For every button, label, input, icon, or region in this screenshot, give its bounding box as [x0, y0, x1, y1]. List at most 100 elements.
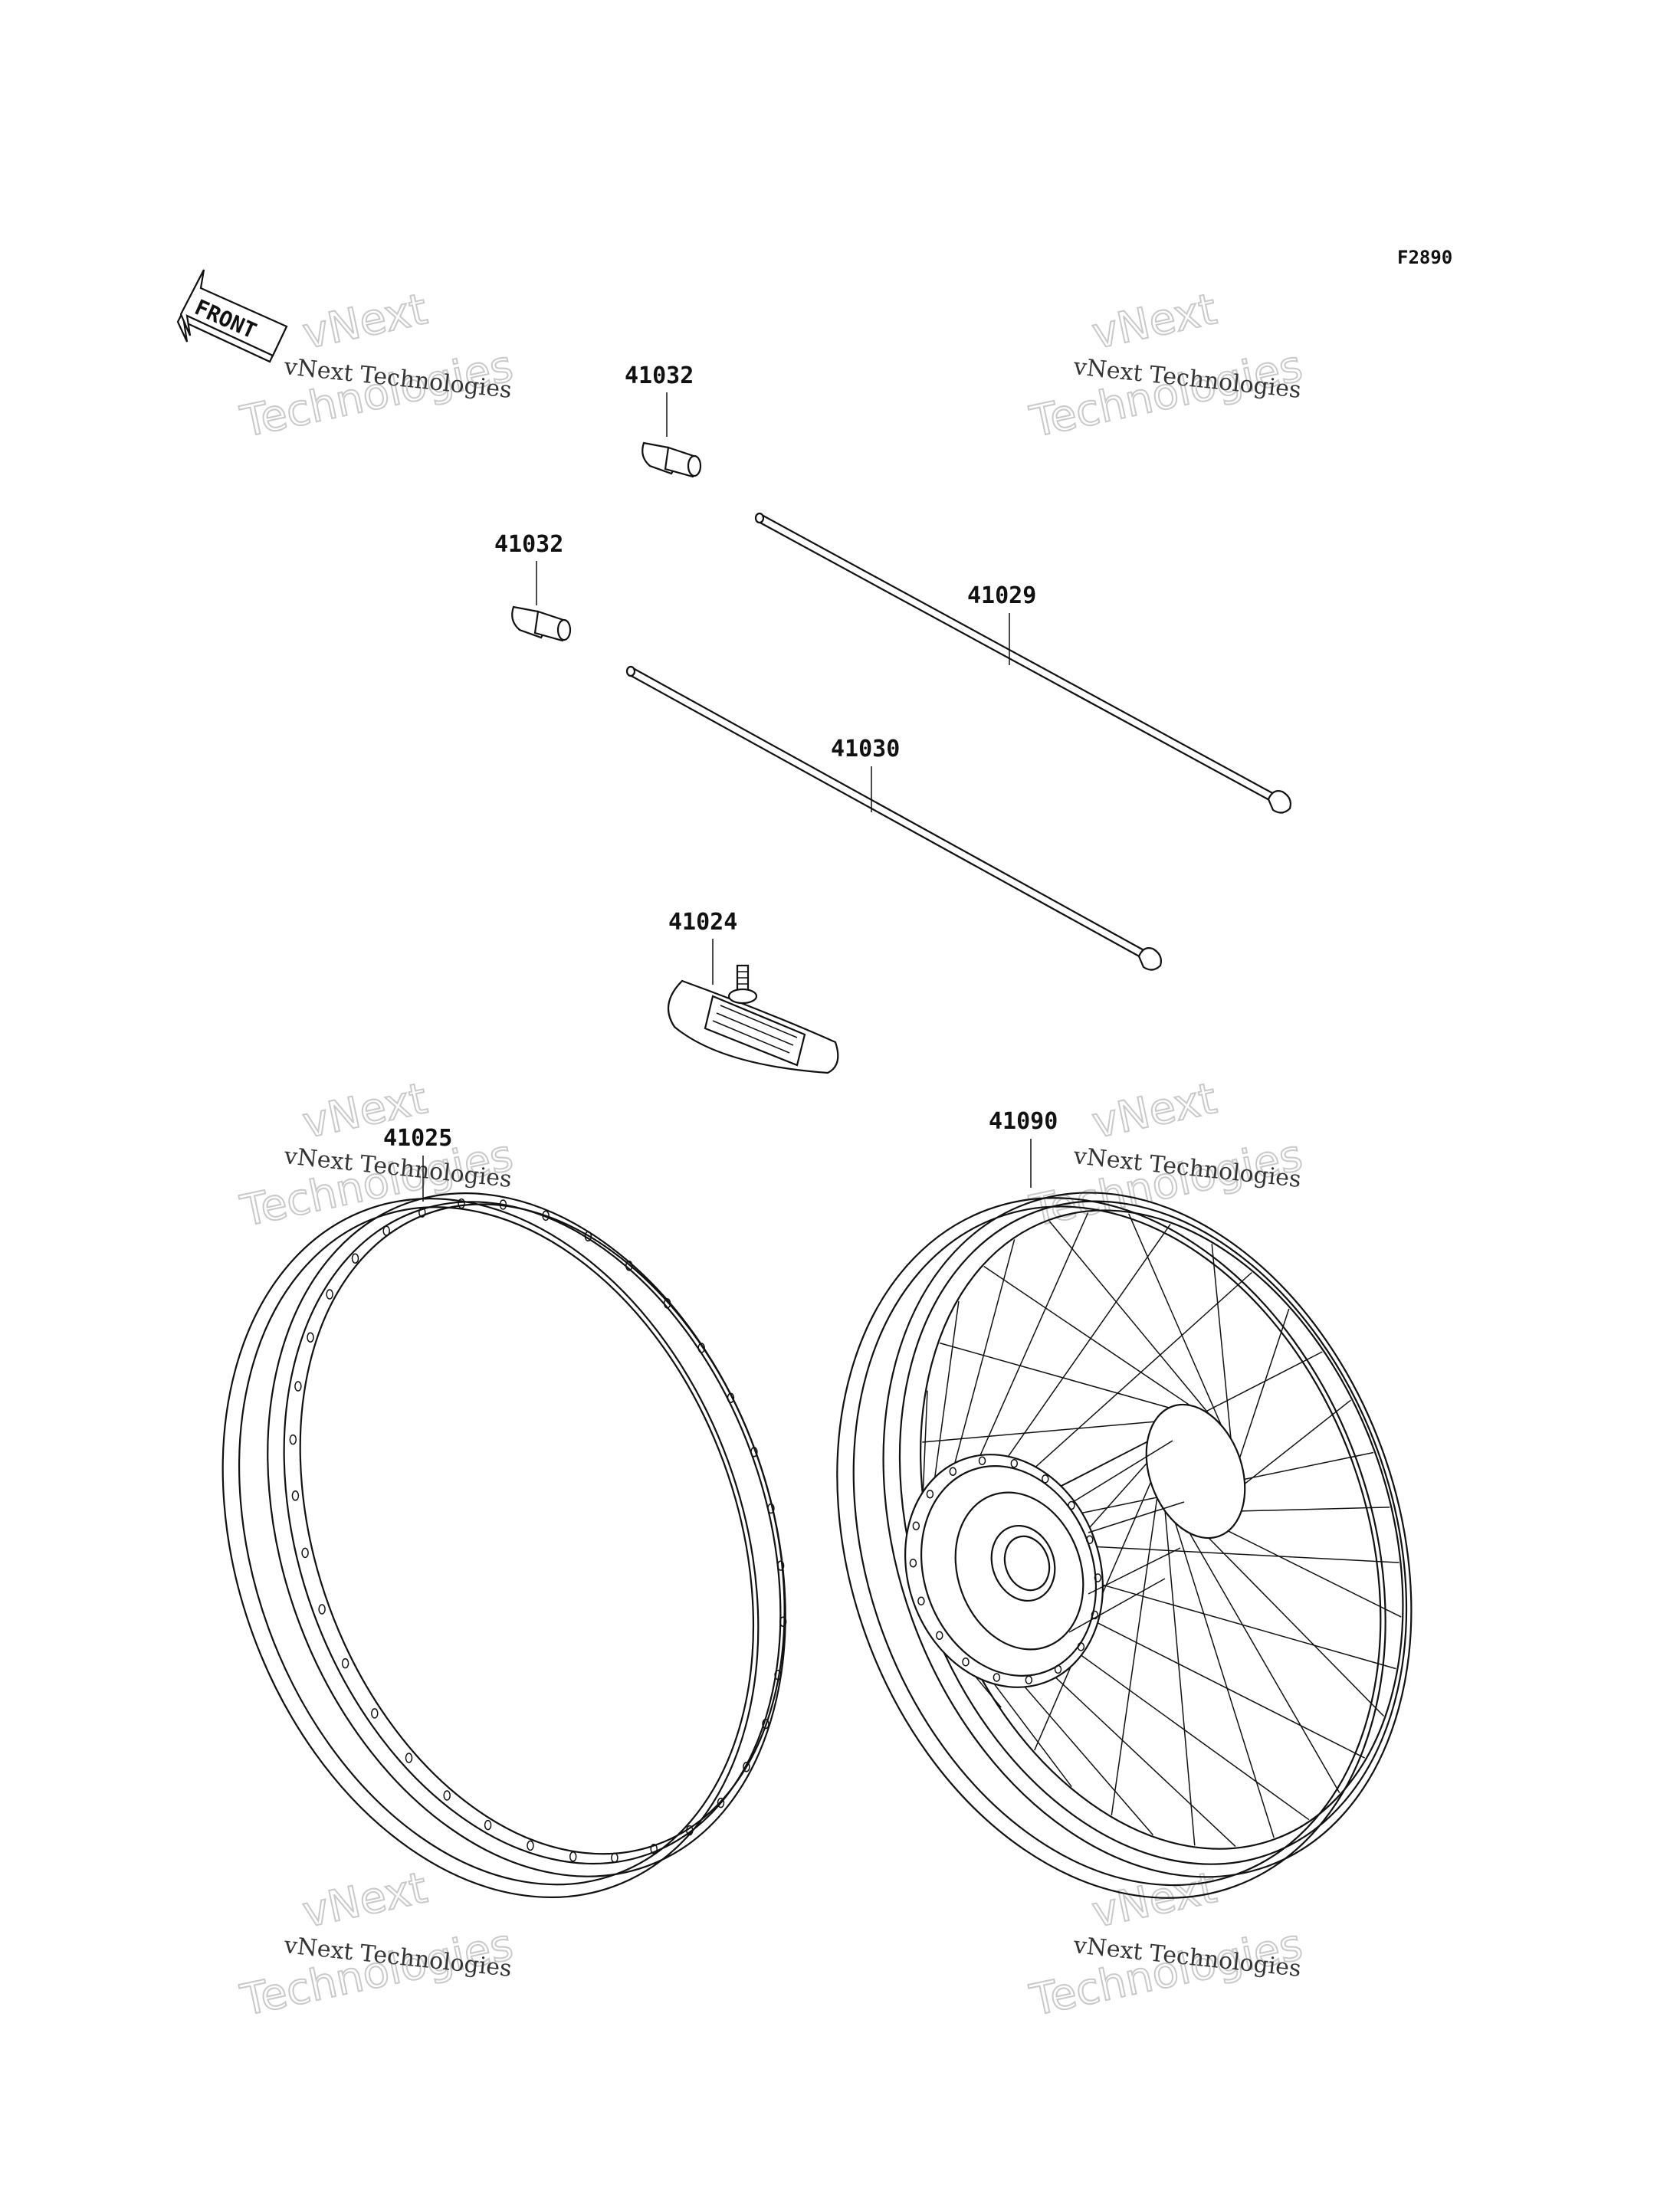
- hub-bolt-hole: [917, 1596, 925, 1606]
- wheel-spoke: [1163, 1504, 1196, 1846]
- rim-hole: [774, 1670, 782, 1681]
- rim-hole: [686, 1825, 694, 1836]
- wheel-spoke: [1211, 1244, 1233, 1456]
- wheel-spoke: [939, 1342, 1193, 1415]
- wheel-spoke: [1079, 1613, 1366, 1759]
- wheel-spoke: [1199, 1528, 1385, 1717]
- valve-nipple-middle[interactable]: 41032: [494, 531, 572, 642]
- rim-hole: [289, 1434, 297, 1445]
- wheel-spoke: [1230, 1399, 1351, 1496]
- rim-hole: [750, 1447, 758, 1458]
- rim-hole: [542, 1210, 550, 1221]
- rim-hole: [499, 1199, 507, 1210]
- rim-hole: [625, 1261, 633, 1271]
- hub-bolt-hole: [1077, 1642, 1085, 1651]
- wheel-spoke: [1048, 1221, 1218, 1425]
- rim-spoke-holes: [289, 1198, 787, 1864]
- rim-hole: [307, 1332, 314, 1343]
- hub-bolt-hole: [1025, 1675, 1033, 1685]
- rim-hole: [776, 1560, 785, 1571]
- hub-bolt-hole: [909, 1558, 917, 1568]
- hub-bolt-hole: [1054, 1664, 1062, 1674]
- hub-bolt-hole: [993, 1673, 1001, 1682]
- wheel-spoke: [1173, 1518, 1275, 1838]
- wheel-spoke: [944, 1239, 1016, 1500]
- rim-hole: [301, 1547, 309, 1559]
- rim-hole: [743, 1762, 750, 1772]
- rim-hole: [318, 1604, 326, 1615]
- wheel-spoke: [1062, 1641, 1310, 1821]
- hub-bolt-hole: [912, 1521, 920, 1530]
- rim-hole: [382, 1225, 390, 1236]
- valve-nipple-top[interactable]: 41032: [625, 362, 702, 478]
- wheel-spoke: [1233, 1308, 1290, 1476]
- rim-hole: [291, 1490, 300, 1501]
- svg-text:41090: 41090: [989, 1108, 1058, 1135]
- hub-bolt-hole: [1086, 1535, 1094, 1545]
- rim-band[interactable]: 41024: [667, 909, 839, 1074]
- svg-text:41025: 41025: [383, 1125, 452, 1152]
- rim[interactable]: 41025: [130, 1113, 878, 1972]
- hub-bolt-hole: [962, 1658, 970, 1667]
- watermark-mid-left: vNext Technologies vNext Technologies: [235, 1073, 517, 1238]
- wheel-spoke: [980, 1666, 1072, 1788]
- watermark-bottom-left: vNext Technologies vNext Technologies: [235, 1862, 517, 2027]
- svg-text:vNext: vNext: [298, 1863, 431, 1938]
- hub-bolt-hole: [949, 1467, 957, 1476]
- rim-hole: [341, 1658, 349, 1669]
- rim-hole: [351, 1253, 359, 1264]
- hub-bolt-hole: [936, 1631, 943, 1640]
- rim-hole: [663, 1298, 671, 1309]
- hub-bolt-hole: [926, 1489, 934, 1499]
- hub-bolt-hole: [978, 1456, 986, 1466]
- rim-hole: [458, 1198, 465, 1209]
- figure-code: F2890: [1397, 247, 1452, 268]
- rim-hole: [717, 1797, 725, 1808]
- hub-bolt-holes: [909, 1456, 1102, 1685]
- rim-hole: [484, 1819, 492, 1831]
- rim-hole: [443, 1790, 451, 1801]
- hub-bolt-hole: [1068, 1500, 1075, 1510]
- wheel-spoke: [983, 1265, 1206, 1416]
- rim-hole: [418, 1207, 426, 1218]
- rim-hole: [405, 1753, 413, 1763]
- svg-text:vNext: vNext: [298, 284, 431, 359]
- spoke-upper[interactable]: 41029: [754, 512, 1291, 814]
- hub-bolt-hole: [1094, 1573, 1102, 1582]
- rim-hole: [697, 1343, 705, 1353]
- wheel-spoke: [1185, 1526, 1340, 1793]
- front-arrow-icon: FRONT: [176, 269, 288, 363]
- svg-text:41032: 41032: [625, 362, 694, 389]
- wheel-spoke: [1085, 1545, 1399, 1563]
- rim-hole: [611, 1852, 619, 1864]
- watermark-top-right: vNext Technologies vNext Technologies: [1025, 284, 1307, 448]
- watermark-bottom-right: vNext Technologies vNext Technologies: [1025, 1862, 1307, 2027]
- rim-hole: [569, 1851, 577, 1862]
- wheel-assembly[interactable]: 41090: [743, 1108, 1505, 1976]
- svg-text:41030: 41030: [831, 736, 900, 762]
- watermark-top-left: vNext Technologies vNext Technologies: [235, 284, 517, 448]
- spoke-lower[interactable]: 41030: [625, 665, 1162, 971]
- wheel-spoke: [1038, 1661, 1236, 1848]
- wheel-spoke: [1222, 1507, 1390, 1513]
- rim-hole: [371, 1708, 379, 1719]
- wheel-spoke: [996, 1224, 1171, 1472]
- wheel-spoke: [1212, 1522, 1402, 1618]
- svg-text:vNext: vNext: [1088, 284, 1221, 359]
- wheel-spoke: [1128, 1213, 1228, 1438]
- hub-bolt-hole: [1042, 1474, 1049, 1484]
- rim-hole: [767, 1503, 775, 1514]
- hub-bolt-hole: [1010, 1458, 1019, 1468]
- rim-hole: [527, 1840, 534, 1851]
- svg-text:vNext: vNext: [1088, 1074, 1221, 1149]
- wheel-spoke: [968, 1212, 1089, 1481]
- rim-hole: [584, 1231, 592, 1242]
- rim-hole: [727, 1392, 735, 1404]
- wheel-spoke: [1111, 1487, 1160, 1815]
- wheel-spoke: [922, 1418, 1180, 1443]
- watermark-mid-right: vNext Technologies vNext Technologies: [1025, 1073, 1307, 1238]
- wheel-spoke: [1009, 1670, 1153, 1836]
- svg-text:41032: 41032: [494, 531, 563, 558]
- rim-hole: [762, 1718, 769, 1730]
